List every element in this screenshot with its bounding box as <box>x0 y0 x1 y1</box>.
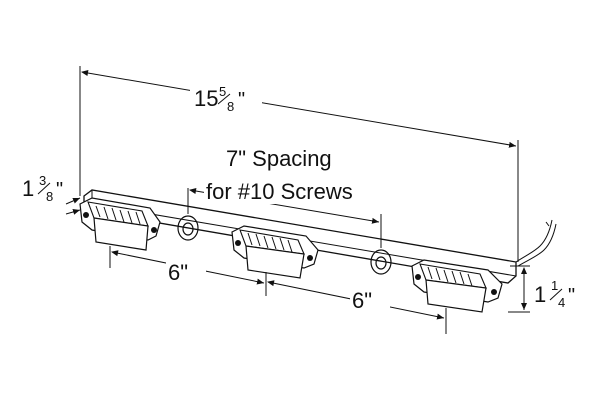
spacing-right-label: 6" <box>352 288 372 313</box>
wire-lead <box>515 219 557 267</box>
screw-hole-right <box>370 249 392 275</box>
overall-length-whole: 15 <box>194 86 218 111</box>
lamp-height-denominator: 4 <box>558 295 565 310</box>
bar-height-denominator: 8 <box>46 189 53 204</box>
overall-length-numerator: 5 <box>219 84 226 99</box>
spacing-left-dimension: 6" <box>111 250 265 285</box>
bar-height-arrow-top <box>65 197 81 205</box>
spacing-left-label: 6" <box>168 260 188 285</box>
lamp-height-whole: 1 <box>534 282 546 307</box>
overall-length-denominator: 8 <box>227 99 234 114</box>
lamp-right <box>411 259 503 334</box>
lamp-height-numerator: 1 <box>551 278 558 293</box>
spacing-right-dimension: 6" <box>267 280 445 320</box>
bar-height-unit: " <box>56 179 63 201</box>
lamp-height-dimension: 1 1 4 " <box>508 265 575 313</box>
bar-height-numerator: 3 <box>39 173 46 188</box>
lamp-height-unit: " <box>568 285 575 307</box>
screw-note-line1: 7" Spacing <box>226 146 332 171</box>
bar-height-dimension: 1 3 8 " <box>22 173 81 215</box>
overall-length-arrow <box>81 70 517 148</box>
overall-length-label: 15 5 8 " <box>190 82 262 114</box>
fraction-slash <box>217 93 231 105</box>
lamp-center <box>231 225 319 296</box>
bar-height-whole: 1 <box>22 176 34 201</box>
lamp-left <box>79 197 161 268</box>
screw-hole-left <box>177 215 199 241</box>
overall-length-unit: " <box>238 89 245 111</box>
lamp-left-housing <box>93 217 149 251</box>
bar-height-arrow-bottom <box>65 209 81 215</box>
screw-spacing-dimension: 7" Spacing for #10 Screws <box>187 146 420 248</box>
overall-length-dimension: 15 5 8 " <box>79 66 519 262</box>
screw-note-line2: for #10 Screws <box>206 179 353 204</box>
